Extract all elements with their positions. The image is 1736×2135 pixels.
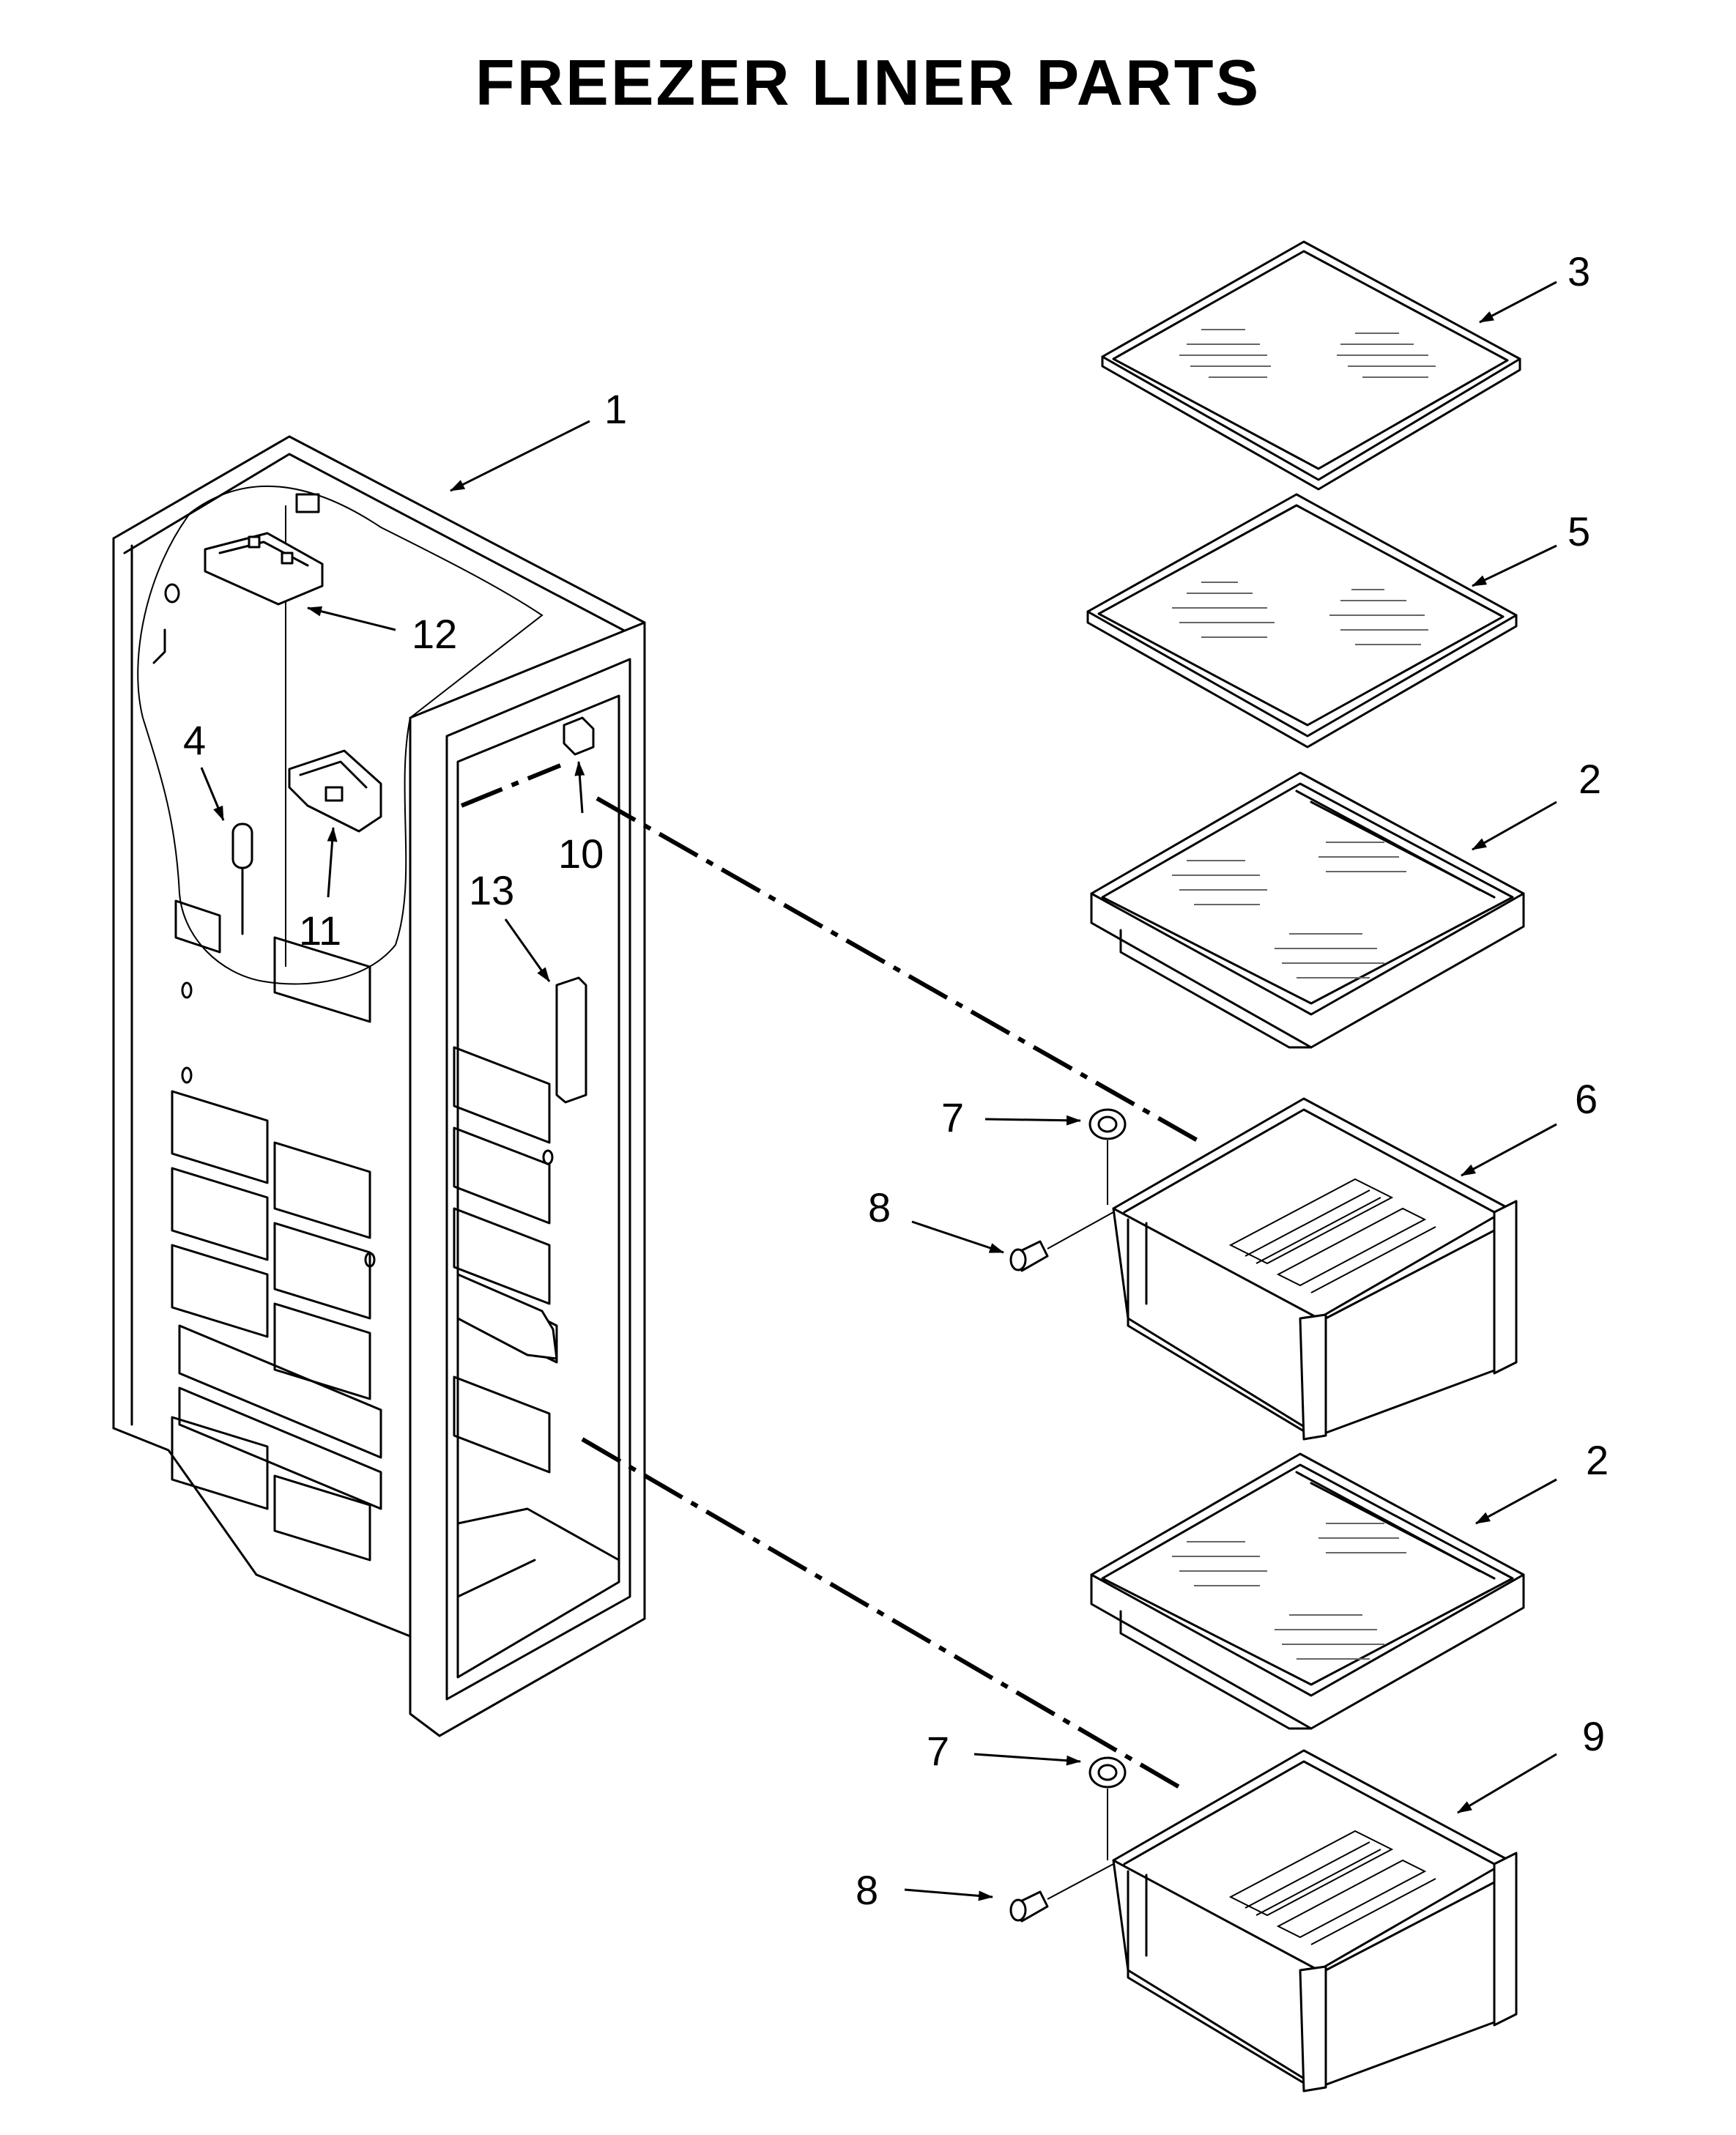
freezer-liner — [112, 435, 646, 1737]
temperature-sensor — [231, 823, 253, 935]
drawer-roller-7-lower — [1088, 1756, 1127, 1860]
drawer-stop-8-upper — [1009, 1211, 1114, 1272]
drawer-stop-8-lower — [1009, 1863, 1114, 1923]
callout-8-upper: 8 — [868, 1184, 891, 1230]
liner-shelf-rail — [456, 1273, 558, 1360]
drawer-roller-7-upper — [1088, 1108, 1127, 1205]
callout-10: 10 — [558, 831, 604, 877]
crisper-shelf-2-lower — [1090, 1452, 1525, 1730]
callout-3: 3 — [1568, 248, 1590, 294]
freezer-drawer-6 — [1112, 1097, 1518, 1441]
callout-6: 6 — [1575, 1076, 1598, 1122]
callout-1: 1 — [604, 386, 627, 432]
leader-arrows — [200, 281, 1557, 1901]
assembly-line-lower-drawer — [581, 1437, 1181, 1789]
callout-12: 12 — [412, 611, 457, 657]
glass-shelf-3 — [1101, 240, 1521, 491]
assembly-line-upper-drawer — [596, 796, 1203, 1145]
callout-numbers: 1 3 5 2 6 2 9 7 8 7 8 4 10 11 12 13 — [183, 248, 1609, 1913]
callout-11: 11 — [299, 907, 341, 954]
callout-7-upper: 7 — [941, 1094, 964, 1140]
glass-shelf-5 — [1086, 493, 1518, 749]
callout-8-lower: 8 — [856, 1867, 878, 1913]
callout-7-lower: 7 — [927, 1728, 949, 1774]
damper-switch — [563, 716, 595, 756]
control-board — [204, 532, 324, 606]
assembly-line-top — [460, 763, 562, 808]
callout-13: 13 — [469, 867, 514, 913]
callout-9: 9 — [1582, 1713, 1605, 1759]
vent-cover — [555, 976, 587, 1104]
callout-2-lower: 2 — [1586, 1437, 1609, 1483]
freezer-drawer-9 — [1112, 1749, 1518, 2093]
callout-2-upper: 2 — [1579, 756, 1601, 802]
callout-4: 4 — [183, 717, 206, 763]
light-housing — [288, 749, 382, 833]
page-title: FREEZER LINER PARTS — [475, 46, 1261, 119]
liner-vent-panels — [171, 899, 382, 1562]
crisper-shelf-2-upper — [1090, 771, 1525, 1049]
callout-5: 5 — [1568, 508, 1590, 554]
